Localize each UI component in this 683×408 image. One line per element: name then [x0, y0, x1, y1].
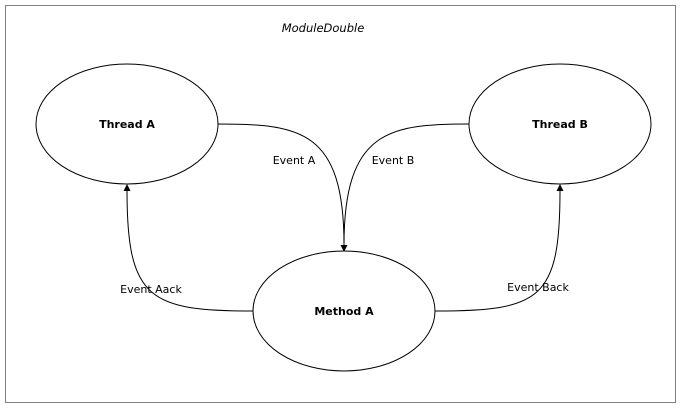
edge-event-a: [217, 123, 345, 246]
edge-label-event-a: Event A: [273, 154, 316, 167]
edge-label-event-b: Event B: [372, 154, 415, 167]
node-method-a-label: Method A: [314, 305, 374, 318]
edge-label-event-aack: Event Aack: [120, 283, 182, 296]
node-method-a-shape: [252, 250, 436, 372]
diagram-title: ModuleDouble: [282, 21, 365, 35]
edge-label-event-back: Event Back: [507, 281, 569, 294]
arrowhead-event-a: [340, 245, 348, 252]
arrowhead-event-back: [556, 184, 564, 191]
node-thread-a-label: Thread A: [99, 118, 155, 131]
node-thread-a: Thread A: [35, 63, 219, 185]
node-thread-b-label: Thread B: [532, 118, 588, 131]
edge-event-b: [343, 123, 470, 246]
node-thread-a-shape: [35, 63, 219, 185]
node-thread-b: Thread B: [468, 63, 652, 185]
edge-event-back: [434, 190, 561, 312]
arrowhead-event-aack: [123, 184, 131, 191]
edge-event-aack: [126, 190, 255, 312]
node-method-a: Method A: [252, 250, 436, 372]
edges: [123, 123, 564, 312]
node-thread-b-shape: [468, 63, 652, 185]
